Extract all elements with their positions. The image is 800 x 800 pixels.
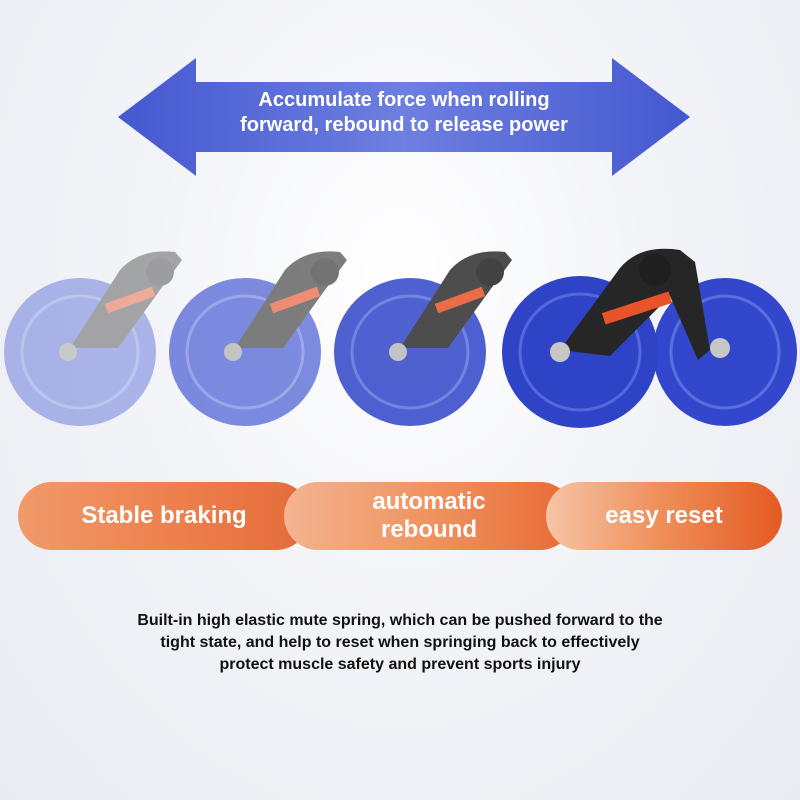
product-illustration bbox=[0, 230, 800, 450]
feature-label: automatic rebound bbox=[372, 488, 486, 543]
feature-pill-automatic-rebound: automatic rebound bbox=[284, 482, 574, 550]
arrow-caption: Accumulate force when rolling forward, r… bbox=[240, 89, 568, 136]
double-arrow-icon bbox=[118, 58, 690, 176]
feature-label: easy reset bbox=[605, 502, 723, 529]
roller-frame-3 bbox=[330, 230, 660, 430]
roller-frame-4 bbox=[470, 230, 800, 430]
feature-label: Stable braking bbox=[81, 502, 247, 529]
feature-pills: Stable braking automatic rebound easy re… bbox=[18, 482, 782, 550]
roller-frame-1 bbox=[0, 230, 330, 430]
double-arrow-banner: Accumulate force when rolling forward, r… bbox=[118, 58, 690, 176]
product-description: Built-in high elastic mute spring, which… bbox=[137, 612, 663, 673]
feature-pill-easy-reset: easy reset bbox=[546, 482, 782, 550]
feature-pill-stable-braking: Stable braking bbox=[18, 482, 310, 550]
roller-frame-2 bbox=[165, 230, 495, 430]
